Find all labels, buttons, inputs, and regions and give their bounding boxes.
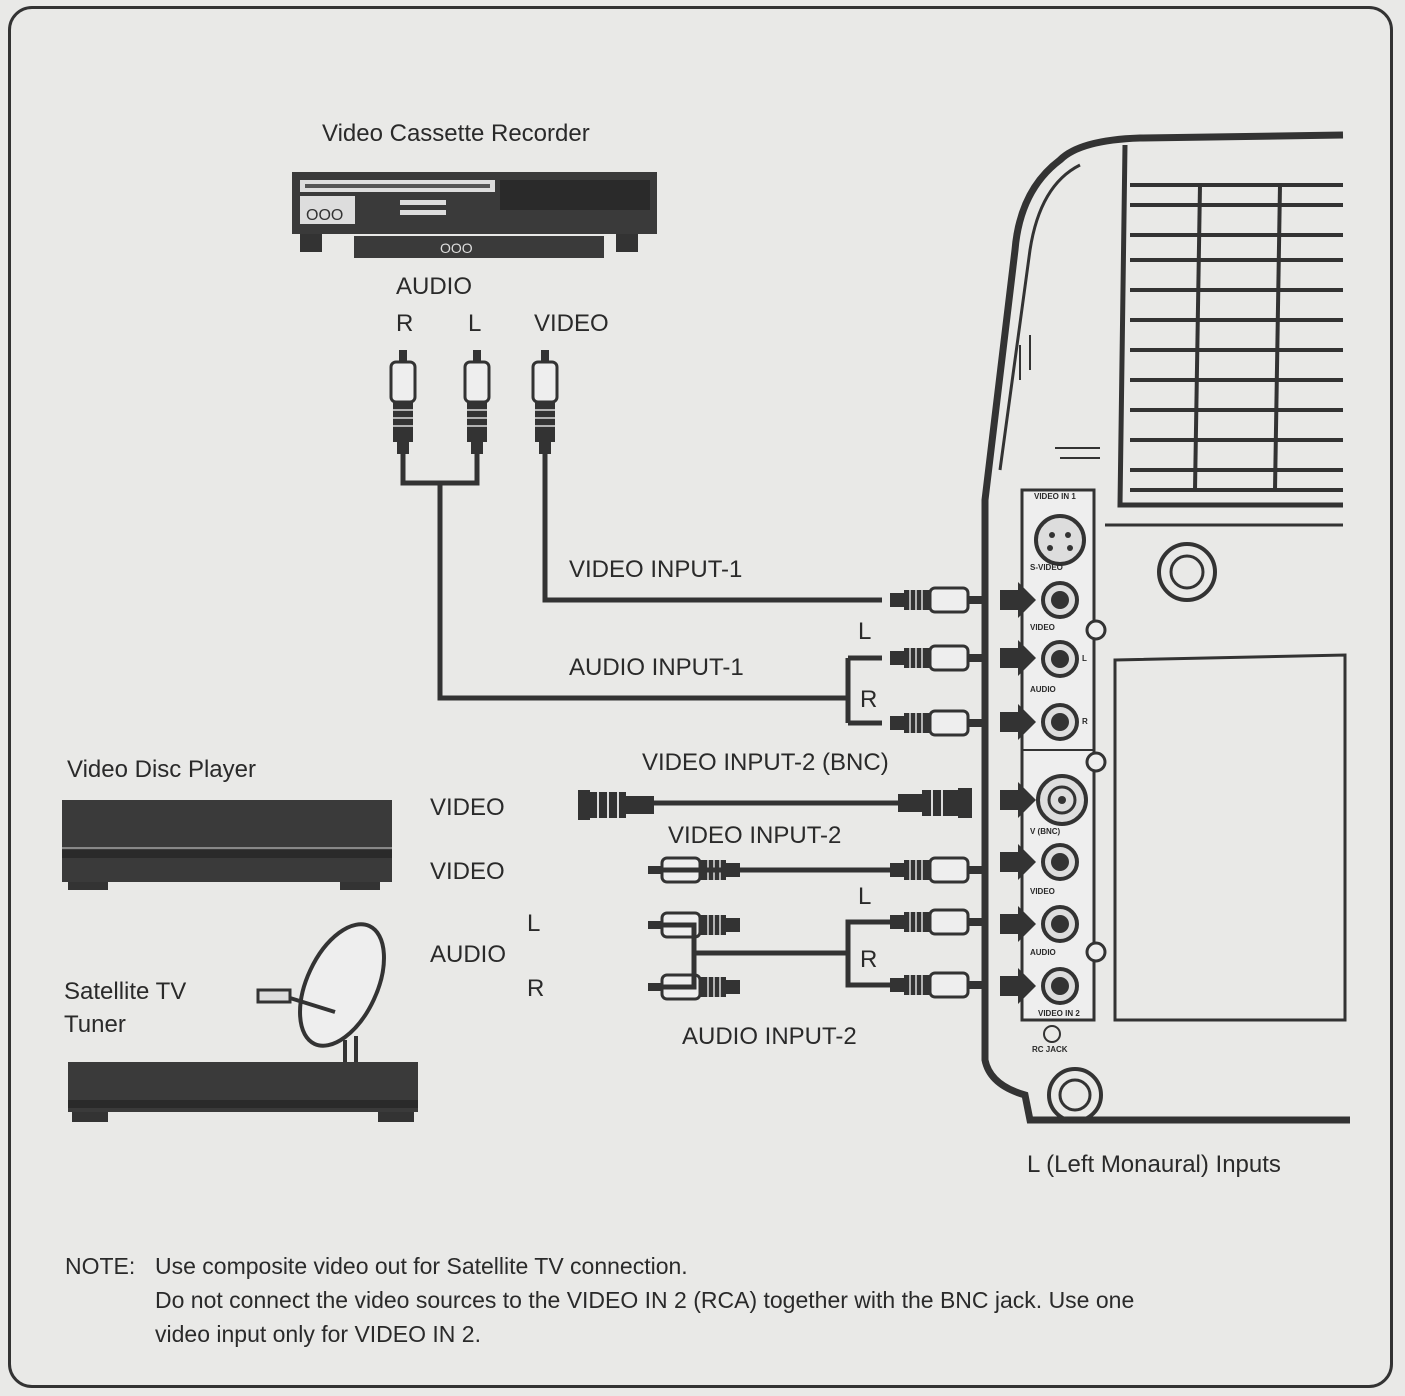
panel-rc-jack: RC JACK — [1032, 1045, 1068, 1054]
bnc-jack — [1036, 774, 1088, 826]
source-r-label: R — [527, 975, 545, 1002]
in1-l-label: L — [858, 618, 872, 645]
monaural-caption: L (Left Monaural) Inputs — [1027, 1151, 1281, 1178]
video-in1-plug — [888, 586, 984, 614]
satellite-tuner — [68, 922, 418, 1122]
vcr-video-label: VIDEO — [534, 310, 609, 337]
source-video-bnc-label: VIDEO — [430, 794, 505, 821]
audio-in1-r-plug — [888, 709, 984, 737]
vcr-video-plug — [531, 348, 559, 456]
projector — [981, 131, 1350, 1124]
in2-l-label: L — [858, 883, 872, 910]
vcr-device: OOO OOO — [292, 172, 657, 258]
audio-in1-l-plug — [888, 644, 984, 672]
vcr-audio-l-plug — [463, 348, 491, 456]
audio-input2-label: AUDIO INPUT-2 — [682, 1023, 857, 1050]
source-audio-label: AUDIO — [430, 941, 507, 968]
panel-video-in2: VIDEO IN 2 — [1038, 1009, 1080, 1018]
audio-in2-l-jack — [1041, 905, 1079, 943]
video-in2-jack — [1041, 843, 1079, 881]
in1-r-label: R — [860, 686, 878, 713]
note-line3: video input only for VIDEO IN 2. — [155, 1321, 481, 1347]
video-input2-label: VIDEO INPUT-2 — [668, 822, 842, 849]
audio-in1-l-jack — [1041, 640, 1079, 678]
vcr-l-label: L — [468, 310, 482, 337]
vcr-audio-label: AUDIO — [396, 273, 473, 300]
panel-video: VIDEO — [1030, 623, 1055, 632]
note-line1: Use composite video out for Satellite TV… — [155, 1253, 688, 1279]
video-input2-bnc-label: VIDEO INPUT-2 (BNC) — [642, 749, 889, 776]
panel-v-bnc: V (BNC) — [1030, 827, 1061, 836]
audio-in1-r-jack — [1041, 703, 1079, 741]
bnc-cable — [578, 788, 972, 820]
panel-r: R — [1082, 717, 1088, 726]
in2-r-label: R — [860, 946, 878, 973]
disc-player-label: Video Disc Player — [67, 756, 256, 783]
video-disc-player — [62, 800, 392, 890]
svg-text:OOO: OOO — [306, 207, 343, 224]
vcr-r-label: R — [396, 310, 414, 337]
diagram-frame — [8, 6, 1393, 1388]
vcr-audio-r-plug — [389, 348, 417, 456]
svg-text:OOO: OOO — [440, 240, 473, 256]
panel-video-in1: VIDEO IN 1 — [1034, 492, 1076, 501]
note-prefix: NOTE: — [65, 1253, 136, 1279]
audio-in2-r-jack — [1041, 967, 1079, 1005]
video2-cable — [646, 856, 984, 884]
satellite-label-2: Tuner — [64, 1011, 126, 1038]
audio-input1-label: AUDIO INPUT-1 — [569, 654, 744, 681]
satellite-label-1: Satellite TV — [64, 978, 187, 1005]
audio2-cables — [646, 908, 984, 1001]
vcr-cables — [400, 454, 882, 726]
video-input1-label: VIDEO INPUT-1 — [569, 556, 743, 583]
video-in1-jack — [1041, 581, 1079, 619]
panel-l: L — [1082, 654, 1087, 663]
panel-audio-b: AUDIO — [1030, 948, 1056, 957]
source-l-label: L — [527, 910, 541, 937]
s-video-jack — [1034, 514, 1086, 566]
note-line2: Do not connect the video sources to the … — [155, 1287, 1135, 1313]
source-video-rca-label: VIDEO — [430, 858, 505, 885]
vcr-label: Video Cassette Recorder — [322, 120, 590, 147]
panel-audio: AUDIO — [1030, 685, 1056, 694]
panel-s-video: S-VIDEO — [1030, 563, 1063, 572]
panel-video-b: VIDEO — [1030, 887, 1055, 896]
